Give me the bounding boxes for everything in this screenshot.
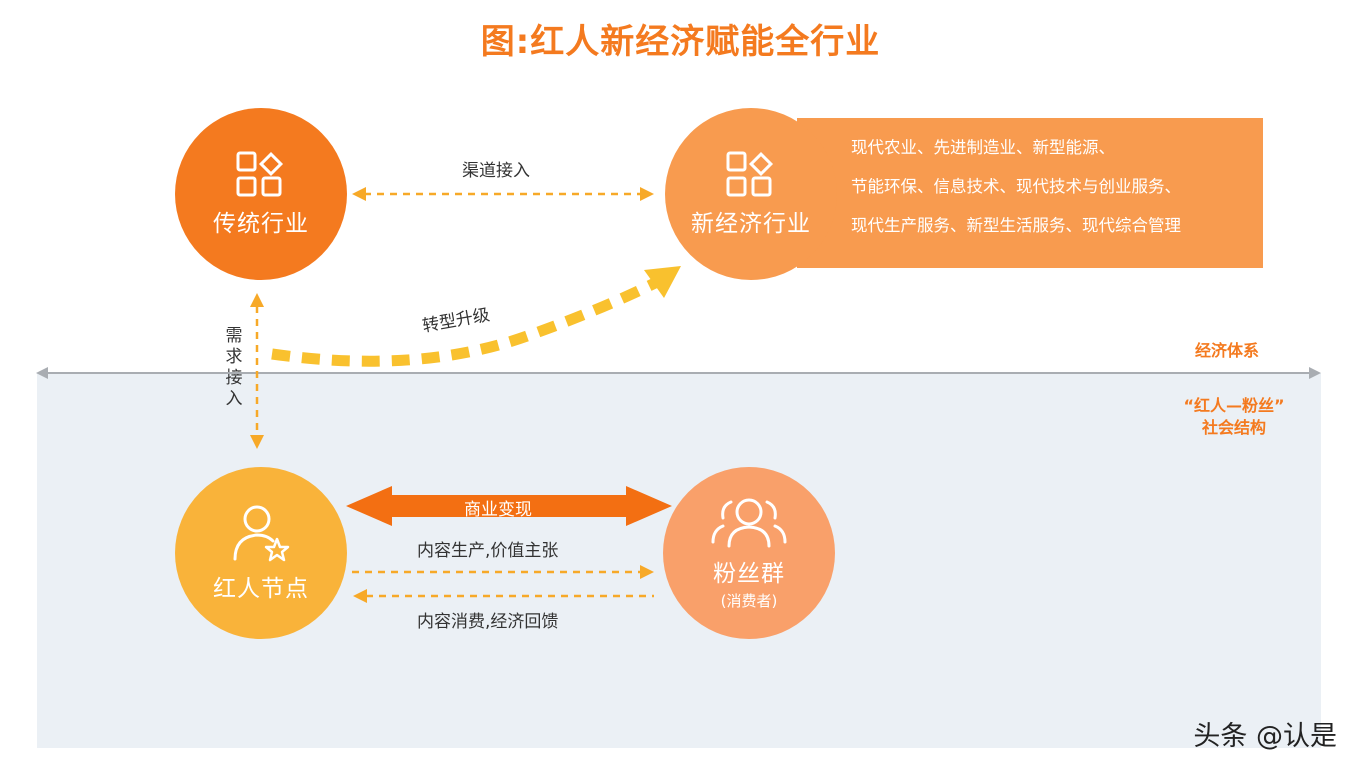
node-new-economy-industry: 新经济行业: [665, 108, 837, 280]
layer-label-economic-system: 经济体系: [1195, 341, 1260, 360]
industry-line-3: 现代生产服务、新型生活服务、现代综合管理: [851, 216, 1181, 235]
channel-arrowhead-right: [640, 187, 654, 201]
watermark: 头条 @认是: [1193, 721, 1337, 752]
user-star-icon: [233, 505, 290, 562]
node-new-economy-label: 新经济行业: [691, 211, 811, 237]
apps-icon: [726, 151, 774, 197]
node-fans-sublabel: (消费者): [720, 591, 778, 610]
node-traditional-label: 传统行业: [213, 211, 309, 237]
apps-icon: [236, 151, 284, 197]
user-group-icon: [711, 498, 787, 547]
edge-label-content-production: 内容生产,价值主张: [417, 541, 559, 561]
industry-line-2: 节能环保、信息技术、现代技术与创业服务、: [851, 177, 1181, 196]
edge-label-commerce: 商业变现: [464, 500, 532, 520]
industry-line-1: 现代农业、先进制造业、新型能源、: [851, 138, 1115, 157]
node-influencer: 红人节点: [175, 467, 347, 639]
node-fan-group: 粉丝群 (消费者): [663, 467, 835, 639]
demand-arrowhead-up: [250, 293, 264, 307]
layer-label-social-line-2: 社会结构: [1201, 418, 1266, 437]
node-fans-label: 粉丝群: [713, 560, 785, 587]
layer-label-social-structure: “红人—粉丝” 社会结构: [1172, 395, 1296, 439]
channel-arrowhead-left: [352, 187, 366, 201]
edge-label-content-consumption: 内容消费,经济回馈: [417, 612, 559, 632]
edge-label-demand: 需求接入: [225, 326, 243, 409]
transform-arrowhead: [644, 266, 681, 298]
diagram-title: 图:红人新经济赋能全行业: [480, 22, 881, 62]
edge-label-transform: 转型升级: [420, 305, 492, 337]
layer-label-social-line-1: “红人—粉丝”: [1183, 396, 1285, 415]
node-traditional-industry: 传统行业: [175, 108, 347, 280]
industry-list-box: 现代农业、先进制造业、新型能源、 节能环保、信息技术、现代技术与创业服务、 现代…: [797, 118, 1263, 268]
edge-label-channel: 渠道接入: [462, 161, 530, 181]
node-influencer-label: 红人节点: [213, 576, 309, 602]
